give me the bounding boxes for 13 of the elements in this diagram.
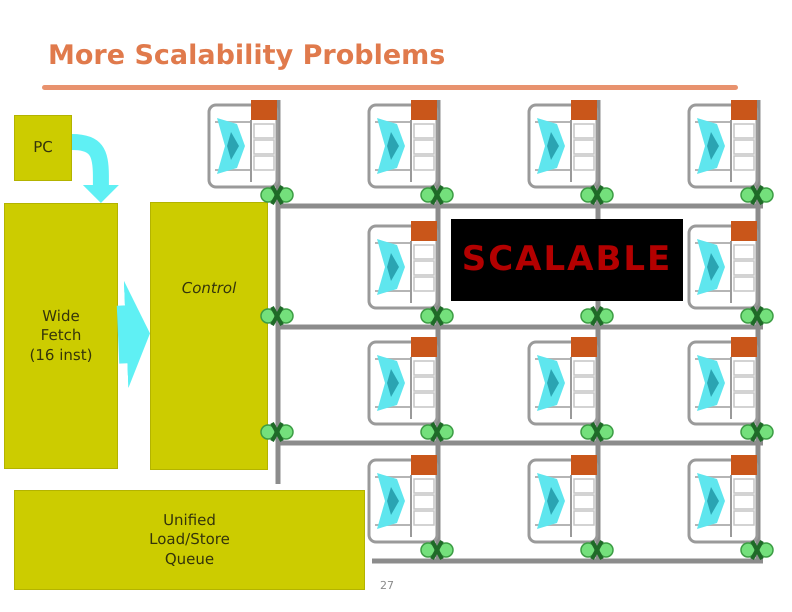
unit-box <box>14 490 365 590</box>
unit-box <box>150 202 268 470</box>
box-label: Wide Fetch (16 inst) <box>28 306 94 366</box>
arrow <box>72 134 119 203</box>
arrow <box>116 280 152 388</box>
page-number: 27 <box>380 579 394 592</box>
slide-title: More Scalability Problems <box>48 40 446 71</box>
unit-box <box>4 203 118 469</box>
unit-box <box>14 115 72 181</box>
box-label: PC <box>33 138 53 158</box>
box-label: Control <box>182 279 236 298</box>
box-label: Unified Load/Store Queue <box>148 510 231 570</box>
stamp-banner: SCALABLE <box>451 219 683 301</box>
